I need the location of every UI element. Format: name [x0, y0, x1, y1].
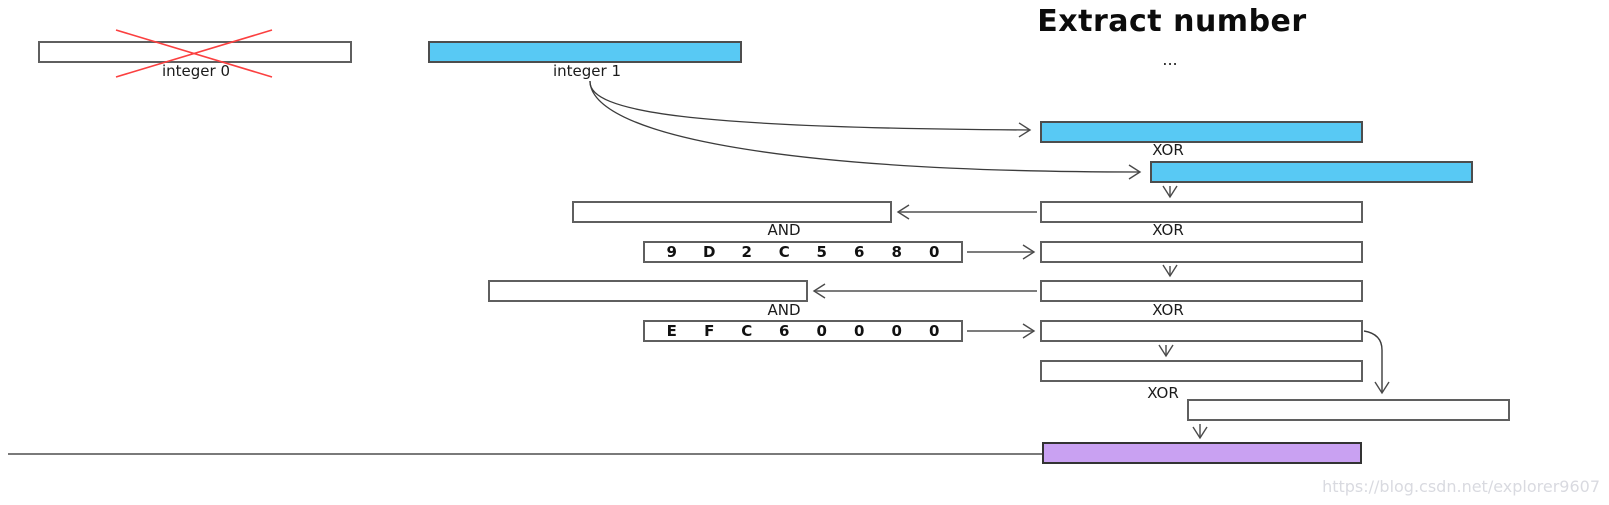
temper-bar-2-shifted	[1150, 161, 1473, 183]
curve-arrow-to-shift3	[1363, 330, 1390, 395]
integer0-bar	[38, 41, 352, 63]
integer1-label: integer 1	[552, 62, 622, 80]
mask-digit: 2	[741, 243, 752, 261]
and-label-1: AND	[767, 221, 801, 239]
mask-c-bar: E F C 6 0 0 0 0	[643, 320, 963, 342]
xor-label-2: XOR	[1152, 221, 1184, 239]
xor-label-4: XOR	[1147, 384, 1179, 402]
shift-bar-2	[488, 280, 808, 302]
shift-bar-1	[572, 201, 892, 223]
page-title: Extract number	[1037, 4, 1307, 39]
result-bar-5	[1040, 360, 1363, 382]
watermark-text: https://blog.csdn.net/explorer9607	[1322, 477, 1600, 496]
mask-digit: C	[741, 322, 753, 340]
mask-digit: F	[704, 322, 715, 340]
mask-digit: E	[666, 322, 677, 340]
mask-digit: 6	[854, 243, 865, 261]
integer1-bar	[428, 41, 742, 63]
mask-digit: 0	[891, 322, 902, 340]
ellipsis-text: ...	[1162, 50, 1178, 69]
mask-digit: 8	[891, 243, 902, 261]
temper-bar-1	[1040, 121, 1363, 143]
mask-digit: 6	[779, 322, 790, 340]
curve-arrow-to-temper1	[589, 80, 1032, 138]
mask-digit: 0	[929, 243, 940, 261]
result-bar-2	[1040, 241, 1363, 263]
mask-digit: 0	[816, 322, 827, 340]
xor-label-3: XOR	[1152, 301, 1184, 319]
and-label-2: AND	[767, 301, 801, 319]
result-bar-3	[1040, 280, 1363, 302]
result-bar-4	[1040, 320, 1363, 342]
integer0-label: integer 0	[161, 62, 231, 80]
mask-digit: 0	[929, 322, 940, 340]
xor-label-1: XOR	[1152, 141, 1184, 159]
mask-digit: 9	[666, 243, 677, 261]
shift-bar-3	[1187, 399, 1510, 421]
output-bar	[1042, 442, 1362, 464]
mask-b-bar: 9 D 2 C 5 6 8 0	[643, 241, 963, 263]
mask-digit: 5	[816, 243, 827, 261]
mask-digit: 0	[854, 322, 865, 340]
result-bar-1	[1040, 201, 1363, 223]
mask-digit: D	[703, 243, 716, 261]
mask-digit: C	[778, 243, 790, 261]
